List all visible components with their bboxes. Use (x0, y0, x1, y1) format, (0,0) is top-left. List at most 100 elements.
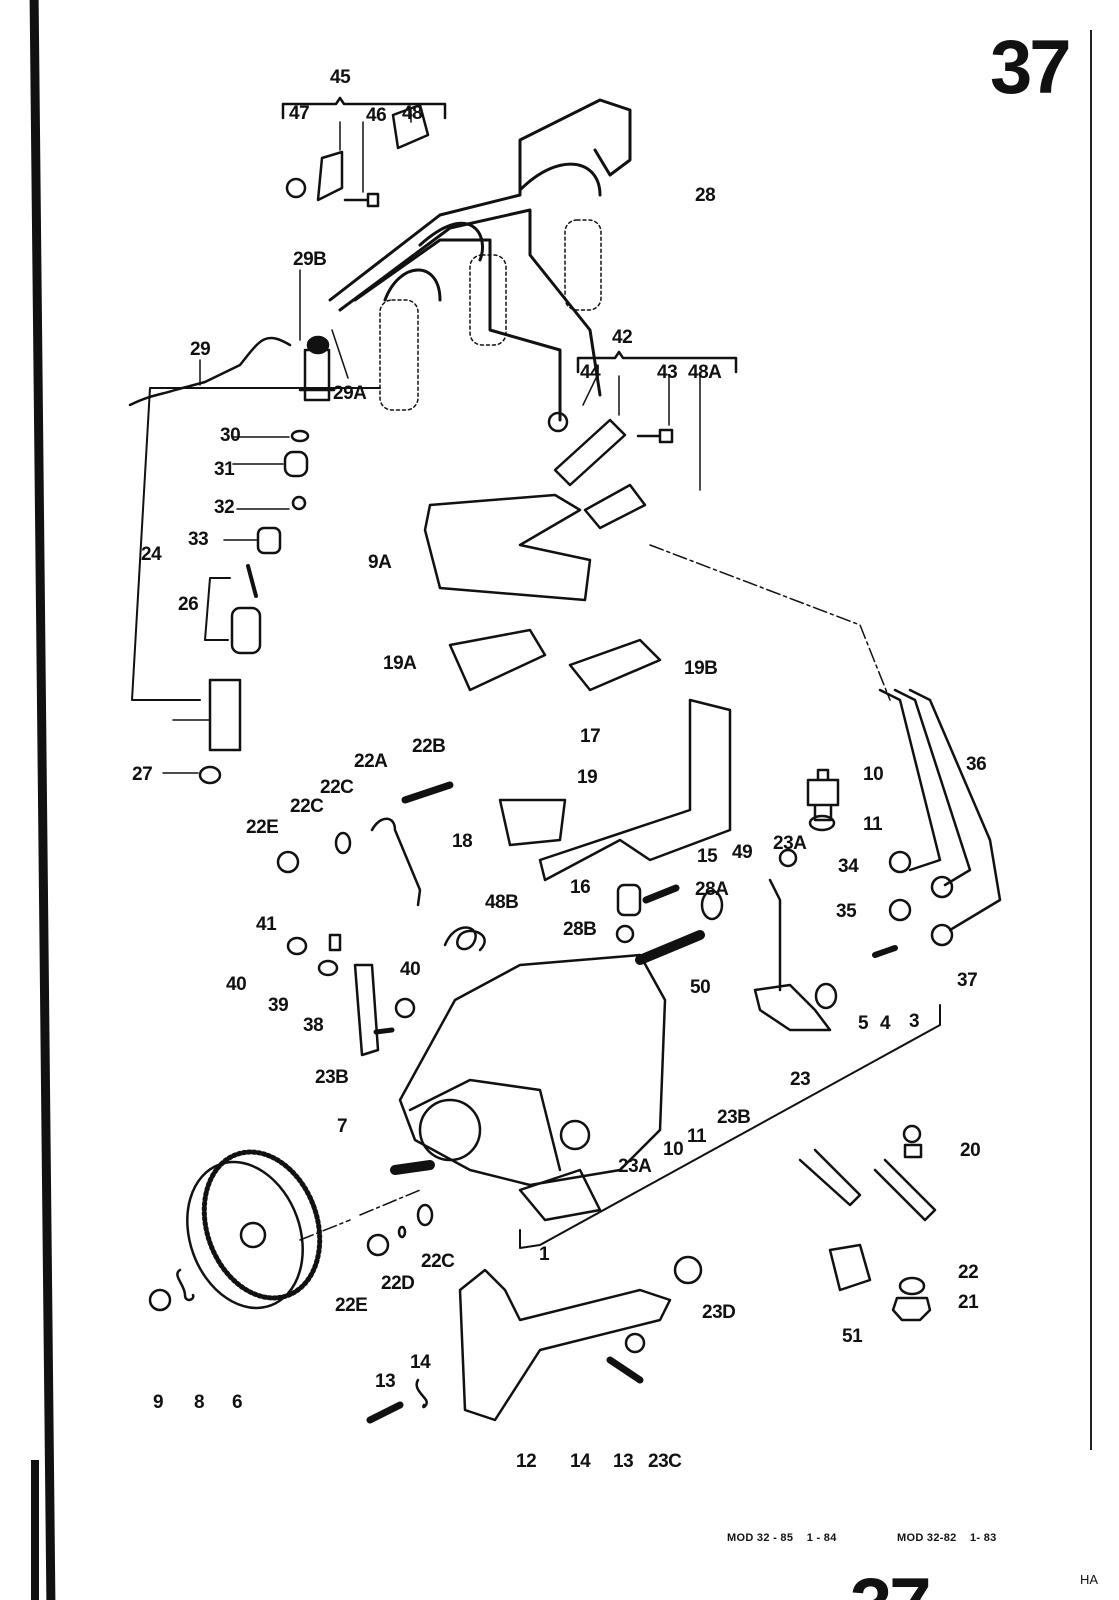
callout-34: 34 (838, 856, 859, 877)
solenoid-19a (448, 628, 547, 692)
screw-41 (328, 933, 342, 952)
callout-38: 38 (303, 1015, 324, 1036)
callout-23: 23 (790, 1069, 811, 1090)
callout-36: 36 (966, 754, 987, 775)
callout-16: 16 (570, 877, 591, 898)
callout-48b: 48B (485, 892, 519, 913)
bolt-3 (872, 945, 898, 958)
callout-23a-group: 23A (618, 1156, 652, 1177)
o-ring-28b (615, 924, 635, 944)
union-nut-37 (930, 923, 954, 947)
solenoid-19b (568, 638, 662, 692)
lever-23 (753, 878, 832, 1032)
fuel-lines (878, 688, 1002, 932)
nut-47 (285, 177, 307, 199)
callout-11-group: 11 (687, 1126, 707, 1147)
callout-32: 32 (214, 497, 235, 518)
clamp-45 (316, 150, 344, 202)
callout-15: 15 (697, 846, 718, 867)
nut-21 (891, 1296, 932, 1322)
callout-24: 24 (141, 544, 162, 565)
injector-cap (306, 335, 330, 355)
pin-22d (397, 1225, 407, 1239)
washer-22c-bottom (416, 1203, 434, 1227)
page-binding-edge (31, 1460, 39, 1600)
shim-32 (291, 495, 307, 511)
callout-20: 20 (960, 1140, 981, 1161)
linkage-slot-a (798, 1148, 862, 1207)
union-nut-35 (888, 898, 912, 922)
callout-10: 10 (863, 764, 884, 785)
callout-7: 7 (337, 1116, 348, 1137)
spring-48b (443, 926, 486, 952)
needle-26 (246, 564, 258, 598)
nut-22e (276, 850, 300, 874)
bracket-42 (576, 350, 738, 374)
callout-23a: 23A (773, 833, 807, 854)
callout-28: 28 (695, 185, 716, 206)
ball-stud-20 (902, 1124, 922, 1144)
callout-46: 46 (366, 105, 387, 126)
clamp-48a (583, 483, 647, 530)
callout-6: 6 (232, 1392, 243, 1413)
bolt-46 (343, 192, 380, 208)
callout-39: 39 (268, 995, 289, 1016)
callout-3: 3 (909, 1011, 920, 1032)
callout-19a: 19A (383, 653, 417, 674)
linkage-slot-b (873, 1158, 937, 1222)
footer-model-2: MOD 32-82 1- 83 (897, 1532, 997, 1544)
callout-13b: 13 (613, 1451, 634, 1472)
cover-9a (423, 493, 592, 602)
callout-48a: 48A (688, 362, 722, 383)
clamp-42 (553, 418, 627, 487)
bracket-45 (281, 96, 447, 120)
bushing-40 (286, 936, 308, 956)
callout-21: 21 (958, 1292, 979, 1313)
callout-35: 35 (836, 901, 857, 922)
callout-40b: 40 (400, 959, 421, 980)
nut-9 (148, 1288, 172, 1312)
washer-5 (814, 982, 838, 1010)
callout-45: 45 (330, 67, 351, 88)
key-7 (373, 1027, 395, 1035)
callout-23b-group: 23B (717, 1107, 751, 1128)
bushing-40b (394, 997, 416, 1019)
callout-13a: 13 (375, 1371, 396, 1392)
washer-49 (700, 889, 724, 921)
clip-14 (415, 1378, 428, 1409)
nut-44 (547, 411, 569, 433)
callout-23c: 23C (648, 1451, 682, 1472)
page-number-bottom: 37 (850, 1568, 929, 1600)
callout-51: 51 (842, 1326, 863, 1347)
callout-11: 11 (863, 814, 883, 835)
sleeve-33 (256, 526, 282, 555)
callout-37: 37 (957, 970, 978, 991)
nut-23a (778, 848, 798, 868)
callout-29a: 29A (333, 383, 367, 404)
spring-31 (283, 450, 309, 478)
washer-22-right (898, 1276, 926, 1296)
callout-41: 41 (256, 914, 277, 935)
callout-43: 43 (657, 362, 678, 383)
callout-22e: 22E (246, 817, 279, 838)
pin-39 (317, 959, 339, 977)
bolt-22b (401, 781, 454, 804)
nut-23c (624, 1332, 646, 1354)
callout-22c: 22C (320, 777, 354, 798)
support-bracket-12 (458, 1268, 672, 1422)
callout-23d: 23D (702, 1302, 736, 1323)
nozzle-holders (379, 219, 602, 411)
lever-38 (353, 963, 380, 1057)
callout-48: 48 (402, 103, 423, 124)
callout-22d: 22C (290, 796, 324, 817)
bracket-26 (204, 577, 231, 641)
callout-22d-bottom: 22D (381, 1273, 415, 1294)
callout-19b: 19B (684, 658, 718, 679)
leak-off-hose-29 (128, 336, 292, 407)
callout-50: 50 (690, 977, 711, 998)
clamp-48 (391, 103, 430, 150)
callout-23b: 23B (315, 1067, 349, 1088)
union-nut-34 (888, 850, 912, 874)
nut-22e-bottom (366, 1233, 390, 1257)
footer-model-code: MOD 32-82 (897, 1532, 957, 1544)
